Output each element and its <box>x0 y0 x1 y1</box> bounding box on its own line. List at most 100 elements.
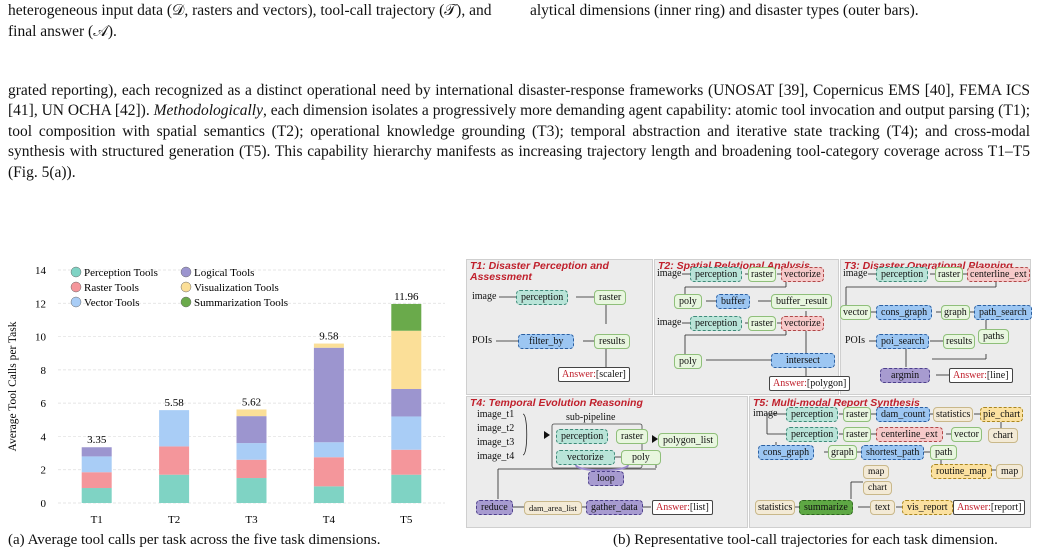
t3-centerline-node: centerline_ext <box>967 267 1030 282</box>
t4-answer-value: [list] <box>689 502 709 513</box>
t1-answer: Answer:[scaler] <box>558 367 630 382</box>
t5-statistics2-node: statistics <box>755 500 796 515</box>
y-tick-label: 8 <box>41 365 47 377</box>
t2-image1-label: image <box>657 268 682 279</box>
legend-label: Visualization Tools <box>194 282 279 294</box>
t5-raster2-node: raster <box>843 427 872 442</box>
panel-title-t3: T3: Disaster Operational Planning <box>844 260 1013 272</box>
bar-segment <box>159 474 190 503</box>
t1-pois-label: POIs <box>472 335 493 346</box>
t2-poly2-node: poly <box>674 354 702 369</box>
t2-buffer-result-node: buffer_result <box>771 294 833 309</box>
t2-intersect-node: intersect <box>771 353 835 368</box>
legend-marker <box>180 296 192 308</box>
t3-answer-value: [line] <box>986 370 1009 381</box>
bar-segment <box>391 474 422 503</box>
panel-title-t1: T1: Disaster Perception and Assessment <box>470 260 609 283</box>
t5-image-label: image <box>753 408 778 419</box>
t2-answer-value: [polygon] <box>806 378 847 389</box>
t3-argmin-node: argmin <box>880 368 931 383</box>
legend-marker <box>70 296 82 308</box>
bar-segment <box>159 410 190 447</box>
t4-perception-node: perception <box>556 429 609 444</box>
bar-segment <box>236 409 267 417</box>
t2-image2-label: image <box>657 317 682 328</box>
bar-segment <box>391 330 422 389</box>
previous-figure-caption-right: alytical dimensions (inner ring) and dis… <box>530 2 919 19</box>
t1-answer-key: Answer: <box>562 369 596 380</box>
y-tick-label: 6 <box>41 398 47 410</box>
x-tick-label: T4 <box>323 514 336 526</box>
bar-segment <box>313 442 344 458</box>
t5-chart1-node: chart <box>988 428 1018 443</box>
bar-segment <box>81 456 112 473</box>
x-tick-label: T2 <box>168 514 180 526</box>
t3-pois-label: POIs <box>845 335 866 346</box>
t4-answer: Answer:[list] <box>652 500 713 515</box>
t4-image-t4-label: image_t4 <box>477 451 515 462</box>
t4-answer-key: Answer: <box>656 502 690 513</box>
t3-vector-node: vector <box>840 305 871 320</box>
t3-cons-graph-node: cons_graph <box>876 305 933 320</box>
t2-vectorize1-node: vectorize <box>781 267 824 282</box>
t5-map2-node: map <box>863 465 890 479</box>
bar-segment <box>159 446 190 475</box>
t5-vector-node: vector <box>951 427 982 442</box>
t5-dam-count-node: dam_count <box>876 407 931 422</box>
t1-results-node: results <box>594 334 631 349</box>
t5-path-node: path <box>930 445 958 460</box>
diagram-connectors <box>496 273 1002 508</box>
t2-answer: Answer:[polygon] <box>769 376 851 391</box>
t4-reduce-node: reduce <box>476 500 513 515</box>
legend-label: Logical Tools <box>194 267 254 279</box>
t5-cons-graph-node: cons_graph <box>758 445 815 460</box>
t3-path-search-node: path_search <box>974 305 1032 320</box>
t2-poly1-node: poly <box>674 294 702 309</box>
t1-perception-node: perception <box>516 290 569 305</box>
t5-centerline-node: centerline_ext <box>876 427 943 442</box>
t4-image-t3-label: image_t3 <box>477 437 515 448</box>
t3-answer-key: Answer: <box>953 370 987 381</box>
t2-answer-key: Answer: <box>773 378 807 389</box>
bar-segment <box>391 449 422 475</box>
bar-total-label: 11.96 <box>394 291 419 303</box>
y-tick-label: 0 <box>41 498 47 510</box>
panel-title-t4: T4: Temporal Evolution Reasoning <box>470 397 643 409</box>
t4-gather-data-node: gather_data <box>586 500 643 515</box>
bar-segment <box>81 472 112 489</box>
t4-image-t2-label: image_t2 <box>477 423 515 434</box>
legend-marker <box>70 266 82 278</box>
figure-caption-b: (b) Representative tool-call trajectorie… <box>613 532 998 548</box>
legend-label: Perception Tools <box>84 267 158 279</box>
t4-raster-node: raster <box>616 429 649 444</box>
bar-segment <box>236 416 267 444</box>
body-paragraph: grated reporting), each recognized as a … <box>8 81 1030 183</box>
t4-vectorize-node: vectorize <box>556 450 615 465</box>
t2-raster1-node: raster <box>748 267 777 282</box>
t4-loop-node: loop <box>588 471 624 486</box>
x-tick-label: T3 <box>245 514 258 526</box>
panel-title-t2: T2: Spatial Relational Analysis <box>658 260 810 272</box>
legend-label: Summarization Tools <box>194 297 288 309</box>
t5-answer-value: [report] <box>990 502 1022 513</box>
bar-segment <box>391 303 422 331</box>
bar-segment <box>313 486 344 503</box>
bar-segment <box>313 347 344 443</box>
bar-segment <box>236 478 267 503</box>
t5-routine-map-node: routine_map <box>931 464 992 479</box>
x-tick-label: T1 <box>91 514 103 526</box>
legend-marker <box>70 281 82 293</box>
t1-answer-value: [scaler] <box>595 369 626 380</box>
t3-graph-node: graph <box>941 305 970 320</box>
t2-buffer-node: buffer <box>716 294 751 309</box>
t3-results-node: results <box>943 334 976 349</box>
paragraph-part2: , each dimension isolates a progressivel… <box>8 102 1031 181</box>
bar-total-label: 9.58 <box>319 331 339 343</box>
t3-image-label: image <box>843 268 868 279</box>
t5-map1-node: map <box>996 464 1024 479</box>
legend-marker <box>180 266 192 278</box>
bar-segment <box>236 459 267 479</box>
y-tick-label: 14 <box>35 265 47 277</box>
bar-total-label: 5.58 <box>164 397 184 409</box>
y-tick-label: 2 <box>41 465 47 477</box>
